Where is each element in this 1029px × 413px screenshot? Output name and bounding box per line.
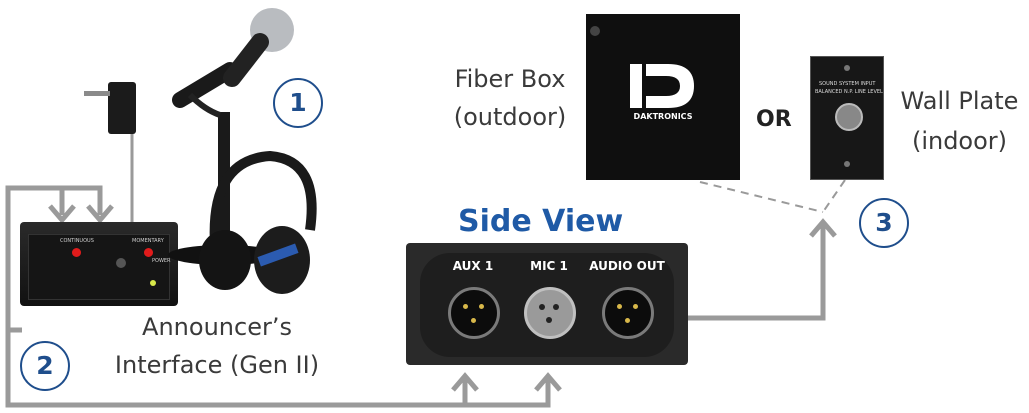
fiber-box-label-line1: Fiber Box bbox=[454, 65, 566, 93]
step-1-marker: 1 bbox=[273, 78, 323, 128]
interface-label-line1: Announcer’s bbox=[142, 313, 292, 341]
arrow-up-icon bbox=[451, 372, 479, 392]
aux-port-label: AUX 1 bbox=[452, 259, 494, 273]
power-label: POWER bbox=[152, 258, 171, 264]
or-label: OR bbox=[756, 107, 792, 132]
wall-plate-text-line1: SOUND SYSTEM INPUT bbox=[819, 81, 876, 87]
wall-plate-label-line2: (indoor) bbox=[911, 127, 1008, 155]
power-adapter bbox=[108, 82, 136, 134]
arrow-down-icon bbox=[48, 204, 76, 224]
announcer-interface-device: CONTINUOUS MOMENTARY POWER bbox=[20, 222, 178, 306]
wall-plate-device: SOUND SYSTEM INPUT BALANCED N.P. LINE LE… bbox=[810, 56, 884, 180]
wall-plate-label-line1: Wall Plate bbox=[900, 87, 1019, 115]
side-view-title: Side View bbox=[458, 204, 624, 239]
cable-path-audio-out bbox=[638, 225, 826, 321]
dashed-link-fiber-box bbox=[699, 181, 824, 213]
dashed-link-wall-plate bbox=[822, 179, 846, 213]
fiber-box-label-line2: (outdoor) bbox=[453, 103, 567, 131]
microphone-on-stand bbox=[168, 8, 294, 265]
side-view-panel: AUX 1 MIC 1 AUDIO OUT bbox=[406, 243, 688, 365]
power-led bbox=[150, 280, 156, 286]
wall-plate-text-line2: BALANCED N.P. LINE LEVEL bbox=[815, 89, 883, 95]
momentary-button bbox=[144, 248, 153, 257]
cable-path-bottom bbox=[5, 330, 551, 408]
step-3-marker: 3 bbox=[859, 198, 909, 248]
step-2-marker: 2 bbox=[20, 341, 70, 391]
momentary-label: MOMENTARY bbox=[132, 238, 164, 244]
fiber-box-screw-icon bbox=[590, 26, 600, 36]
mic-xlr-connector bbox=[524, 287, 576, 339]
continuous-button bbox=[72, 248, 81, 257]
xlr-female-jack bbox=[835, 103, 863, 131]
daktronics-logo-icon bbox=[630, 64, 694, 108]
arrow-up-icon bbox=[809, 218, 837, 238]
continuous-label: CONTINUOUS bbox=[60, 238, 94, 244]
audio-out-port-label: AUDIO OUT bbox=[589, 259, 665, 273]
interface-label-line2: Interface (Gen II) bbox=[114, 351, 320, 379]
wall-plate-screw-top bbox=[844, 65, 850, 71]
cable-path-to-interface bbox=[5, 185, 103, 333]
headphones bbox=[199, 150, 317, 294]
mic-port-label: MIC 1 bbox=[530, 259, 568, 273]
wall-plate-screw-bottom bbox=[844, 161, 850, 167]
audio-out-xlr-connector bbox=[602, 287, 654, 339]
volume-knob bbox=[116, 258, 126, 268]
arrow-up-icon bbox=[534, 372, 562, 392]
interface-front-panel bbox=[28, 234, 170, 300]
power-adapter-prong bbox=[84, 91, 110, 96]
fiber-box-device: DAKTRONICS bbox=[586, 14, 740, 180]
fiber-box-brand: DAKTRONICS bbox=[633, 112, 693, 121]
aux-xlr-connector bbox=[448, 287, 500, 339]
arrow-down-icon bbox=[86, 204, 114, 224]
